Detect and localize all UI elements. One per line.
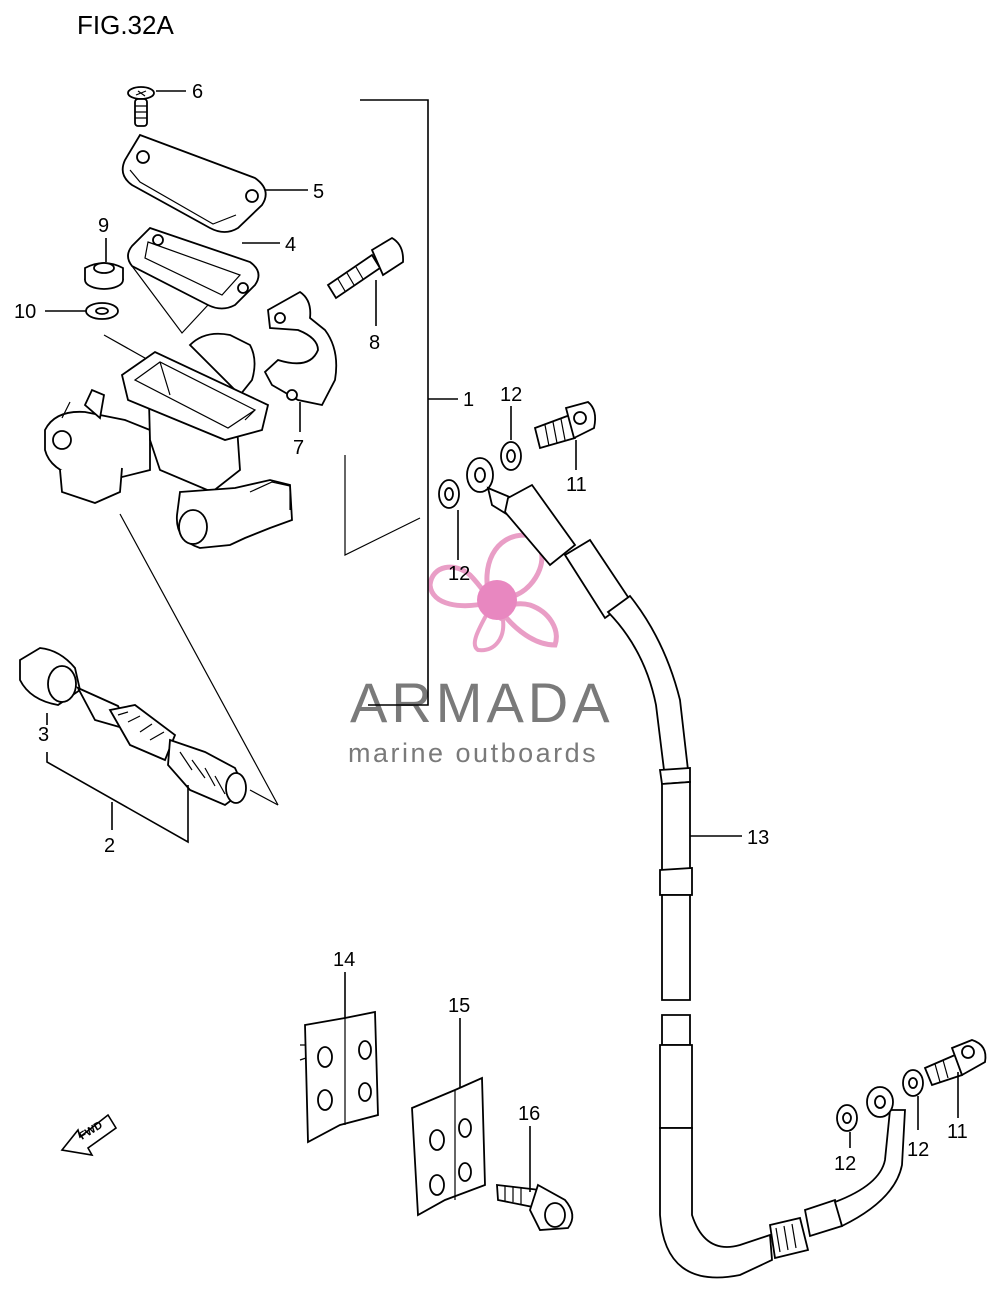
- part-16-bolt: [496, 1183, 574, 1231]
- part-12-washer-lower-a: [902, 1069, 924, 1097]
- part-12-washer-lower-b: [836, 1104, 858, 1132]
- callout-9: 9: [98, 215, 109, 237]
- part-14-hose-clamp: [299, 1010, 379, 1144]
- part-6-screw: [127, 86, 155, 127]
- callout-4: 4: [285, 234, 296, 256]
- part-8-bolt: [326, 236, 404, 300]
- part-12-washer-upper-a: [500, 441, 522, 471]
- part-10-washer: [85, 302, 119, 320]
- part-13-brake-hose: [466, 457, 906, 1279]
- callout-16: 16: [518, 1103, 540, 1125]
- propeller-logo-icon: [427, 532, 559, 653]
- part-4-diaphragm-plate: [127, 226, 260, 334]
- part-11-union-bolt-lower: [923, 1039, 987, 1087]
- callout-10: 10: [14, 301, 36, 323]
- part-5-reservoir-cover: [121, 133, 267, 233]
- callout-7: 7: [293, 437, 304, 459]
- brand-name: ARMADA: [350, 671, 614, 734]
- callout-8: 8: [369, 332, 380, 354]
- callout-12d: 12: [907, 1139, 929, 1161]
- callout-12a: 12: [500, 384, 522, 406]
- bracket-2: [46, 752, 189, 844]
- callout-11b: 11: [947, 1121, 968, 1143]
- part-9-grommet: [84, 262, 124, 290]
- callout-6: 6: [192, 81, 203, 103]
- callout-2: 2: [104, 835, 115, 857]
- bracket-assembly-1: [360, 99, 429, 706]
- figure-title: FIG.32A: [77, 10, 174, 40]
- part-3-piston-kit: [19, 647, 247, 807]
- guide-line-outlet: [344, 455, 421, 556]
- callout-11a: 11: [566, 474, 587, 496]
- callout-3: 3: [38, 724, 49, 746]
- master-cylinder-body: [44, 332, 293, 549]
- part-12-washer-upper-b: [438, 479, 460, 509]
- brand-tagline: marine outboards: [348, 738, 598, 768]
- callout-15: 15: [448, 995, 470, 1017]
- callout-14: 14: [333, 949, 355, 971]
- callout-5: 5: [313, 181, 324, 203]
- callout-12c: 12: [834, 1153, 856, 1175]
- part-15-hose-clamp: [411, 1076, 486, 1217]
- forward-arrow-icon: FWD: [60, 1113, 118, 1157]
- part-7-clamp: [263, 290, 338, 407]
- guide-line-piston: [119, 513, 279, 806]
- callout-12b: 12: [448, 563, 470, 585]
- armada-logo: ARMADA marine outboards: [348, 532, 614, 768]
- callout-1: 1: [463, 389, 474, 411]
- guide-line-10: [103, 334, 153, 363]
- part-11-union-bolt-upper: [533, 401, 597, 450]
- callout-13: 13: [747, 827, 769, 849]
